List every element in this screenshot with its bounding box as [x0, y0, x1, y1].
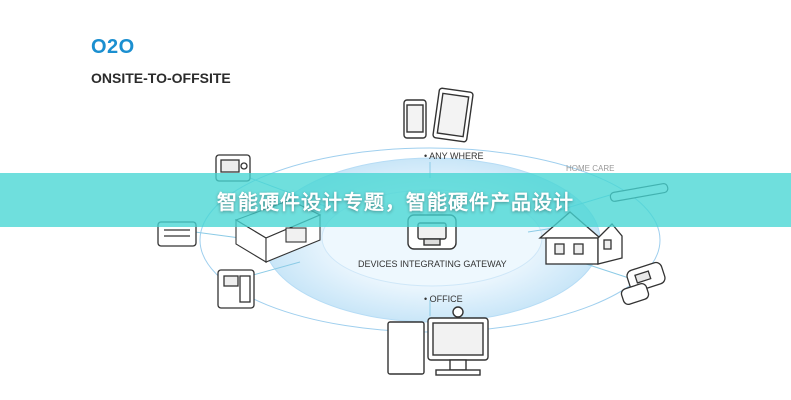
title-banner: 智能硬件设计专题，智能硬件产品设计	[0, 173, 791, 227]
label-any-where: • ANY WHERE	[424, 151, 484, 161]
pulse-oximeter-icon	[620, 261, 666, 305]
label-home-care: HOME CARE	[566, 164, 615, 173]
banner-text: 智能硬件设计专题，智能硬件产品设计	[217, 189, 574, 214]
page-title: O2O	[91, 36, 135, 58]
page-subtitle: ONSITE-TO-OFFSITE	[91, 70, 231, 86]
label-office: • OFFICE	[424, 294, 463, 304]
office-computer-icon	[387, 306, 489, 376]
terminal-phone-icon	[217, 269, 255, 309]
mobile-devices-icon	[403, 87, 474, 143]
label-gateway: DEVICES INTEGRATING GATEWAY	[358, 259, 507, 269]
house-icon	[538, 211, 623, 265]
